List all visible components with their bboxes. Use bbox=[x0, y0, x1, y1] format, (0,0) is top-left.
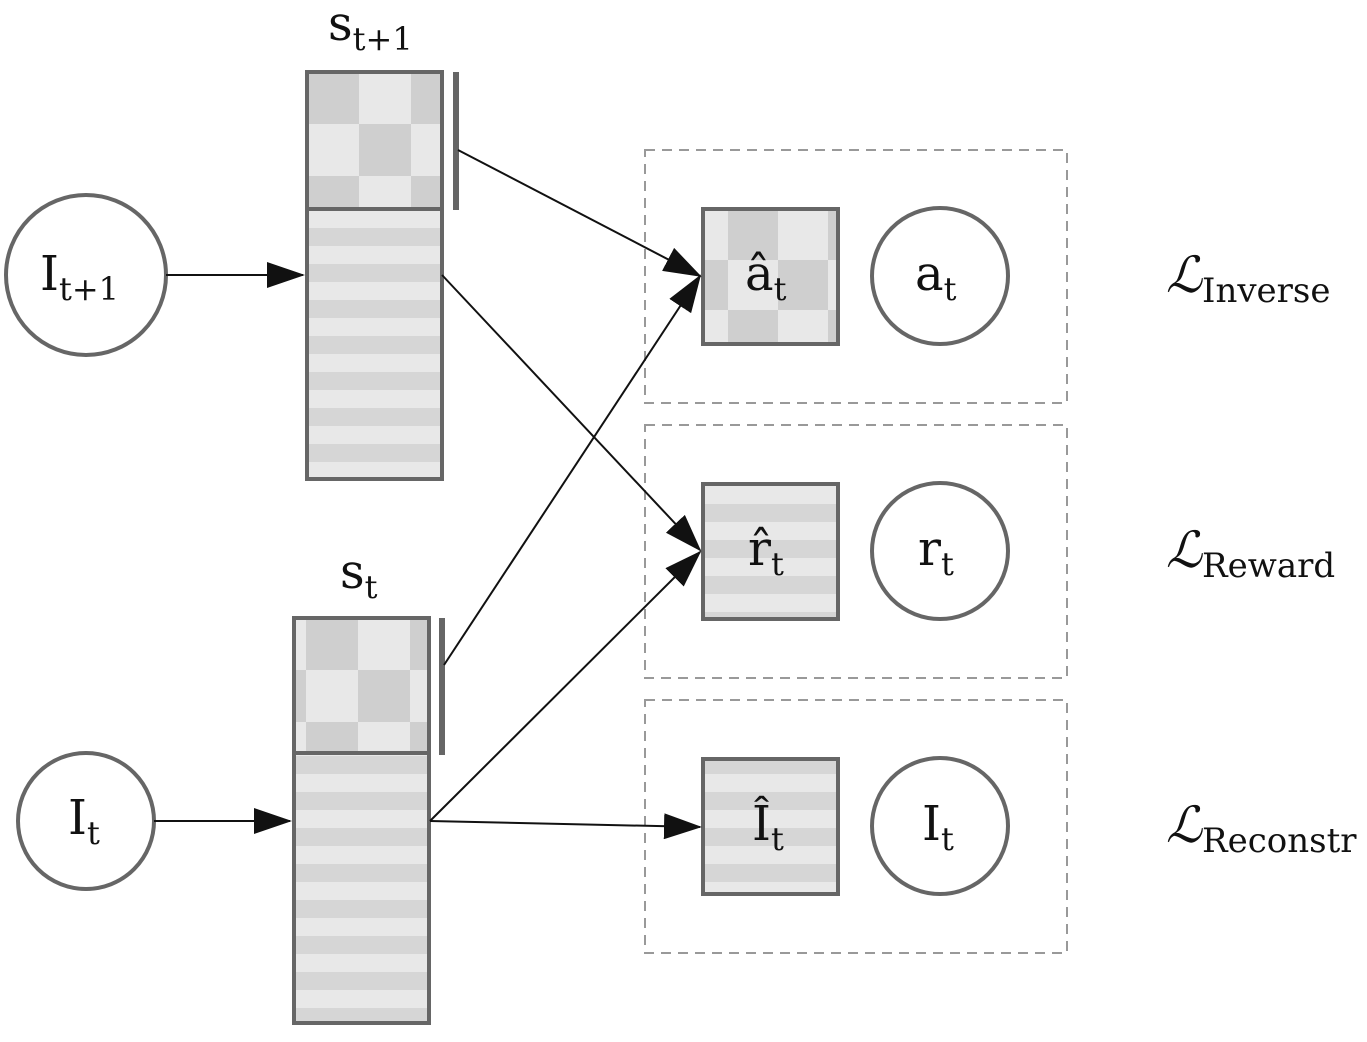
reward-prediction-box bbox=[701, 482, 840, 621]
action-prediction-box bbox=[701, 207, 840, 346]
input-curr-label: It bbox=[68, 790, 100, 852]
reconstruction-loss-label: ℒReconstr bbox=[1166, 796, 1357, 861]
inverse-group-box bbox=[644, 149, 1068, 404]
reward-target-circle bbox=[870, 481, 1010, 621]
state-next-label: st+1 bbox=[328, 0, 413, 58]
state-curr-block bbox=[292, 616, 445, 1025]
image-prediction-box bbox=[701, 757, 840, 896]
action-target-circle bbox=[870, 206, 1010, 346]
arrow-state-curr-to-image bbox=[429, 813, 702, 840]
state-next-action-part bbox=[305, 70, 444, 211]
arrow-state-next-to-reward bbox=[441, 274, 702, 552]
state-curr-label: st bbox=[340, 544, 378, 606]
reward-prediction-label: r̂t bbox=[748, 521, 784, 583]
reward-target-label: rt bbox=[918, 521, 954, 583]
arrow-state-next-to-action bbox=[457, 149, 702, 277]
state-next-reward-part bbox=[305, 207, 444, 481]
reward-group-box bbox=[644, 424, 1068, 679]
arrows bbox=[154, 149, 702, 840]
image-target-label: It bbox=[922, 796, 954, 858]
arrow-state-curr-to-action bbox=[443, 274, 702, 666]
image-prediction-label: Ît bbox=[752, 795, 784, 858]
input-next-label: It+1 bbox=[40, 246, 119, 308]
reward-loss-label: ℒReward bbox=[1166, 521, 1335, 586]
state-next-block bbox=[305, 70, 459, 481]
state-curr-reward-part bbox=[292, 751, 431, 1025]
inverse-loss-label: ℒInverse bbox=[1166, 246, 1331, 311]
state-curr-action-part bbox=[292, 616, 431, 755]
action-target-label: at bbox=[915, 246, 957, 308]
arrow-state-curr-to-reward bbox=[429, 550, 702, 822]
image-target-circle bbox=[870, 756, 1010, 896]
reconstruction-group-box bbox=[644, 699, 1068, 954]
action-prediction-label: ât bbox=[745, 246, 787, 308]
